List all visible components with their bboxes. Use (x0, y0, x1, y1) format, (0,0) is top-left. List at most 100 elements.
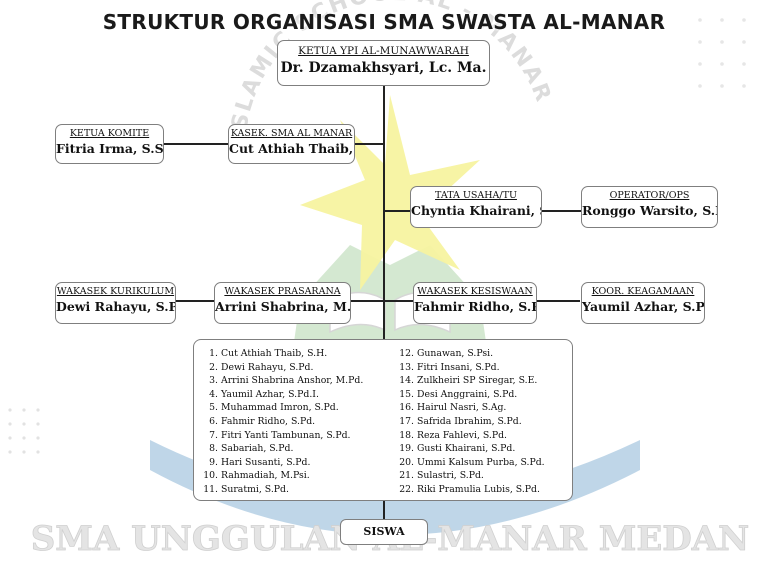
teacher-name: Zulkheiri SP Siregar, S.E. (417, 375, 538, 387)
teacher-list-right: 12.Gunawan, S.Psi.13.Fitri Insani, S.Pd.… (394, 347, 545, 497)
teacher-list-item: 18.Reza Fahlevi, S.Pd. (394, 429, 545, 443)
node-name: Fahmir Ridho, S.Pd. (414, 299, 536, 314)
teacher-number: 6. (209, 415, 218, 427)
teacher-name: Fahmir Ridho, S.Pd. (221, 415, 316, 427)
node-role: KETUA YPI AL-MUNAWWARAH (298, 45, 469, 57)
node-role: TATA USAHA/TU (435, 190, 517, 201)
teacher-name: Gusti Khairani, S.Pd. (417, 443, 516, 455)
teacher-name: Safrida Ibrahim, S.Pd. (417, 415, 522, 427)
dot-pattern-top-right (698, 18, 746, 88)
teacher-list-item: 21.Sulastri, S.Pd. (394, 469, 545, 483)
node-operator: OPERATOR/OPS Ronggo Warsito, S.Kom (581, 186, 718, 228)
teacher-number: 21. (399, 470, 414, 482)
teacher-name: Sulastri, S.Pd. (417, 470, 484, 482)
teacher-name: Hairul Nasri, S.Ag. (417, 402, 507, 414)
node-role: WAKASEK KESISWAAN (417, 286, 533, 297)
teacher-name: Ummi Kalsum Purba, S.Pd. (417, 456, 545, 468)
teacher-number: 22. (399, 483, 414, 495)
connector-tata-usaha (383, 210, 410, 212)
teacher-list-item: 11.Suratmi, S.Pd. (198, 483, 363, 497)
teacher-list-item: 3.Arrini Shabrina Anshor, M.Pd. (198, 374, 363, 388)
teacher-list-item: 22.Riki Pramulia Lubis, S.Pd. (394, 483, 545, 497)
teacher-number: 20. (399, 456, 414, 468)
teacher-number: 17. (399, 415, 414, 427)
node-name: Arrini Shabrina, M.Pd. (215, 299, 351, 314)
teacher-name: Desi Anggraini, S.Pd. (417, 388, 518, 400)
teacher-list-item: 6.Fahmir Ridho, S.Pd. (198, 415, 363, 429)
connector-kasek (355, 143, 385, 145)
teacher-number: 19. (399, 443, 414, 455)
teacher-list-box: 1.Cut Athiah Thaib, S.H.2.Dewi Rahayu, S… (193, 339, 573, 501)
teacher-list-item: 8.Sabariah, S.Pd. (198, 442, 363, 456)
node-role: KASEK. SMA AL MANAR (230, 128, 353, 139)
teacher-name: Fitri Yanti Tambunan, S.Pd. (221, 429, 351, 441)
teacher-name: Muhammad Imron, S.Pd. (221, 402, 339, 414)
node-name: Cut Athiah Thaib, S.H. (229, 141, 354, 156)
main-vertical-connector (383, 85, 385, 519)
teacher-number: 8. (209, 443, 218, 455)
node-kasek: KASEK. SMA AL MANAR Cut Athiah Thaib, S.… (228, 124, 355, 164)
teacher-number: 14. (399, 375, 414, 387)
node-role: WAKASEK PRASARANA (224, 286, 341, 297)
node-wakasek-prasarana: WAKASEK PRASARANA Arrini Shabrina, M.Pd. (214, 282, 351, 324)
node-siswa: SISWA (340, 519, 428, 545)
node-name: Yaumil Azhar, S.Pd.I. (582, 299, 705, 314)
teacher-name: Sabariah, S.Pd. (221, 443, 294, 455)
node-name: Ronggo Warsito, S.Kom (582, 203, 717, 218)
teacher-list-item: 1.Cut Athiah Thaib, S.H. (198, 347, 363, 361)
teacher-list-item: 10.Rahmadiah, M.Psi. (198, 469, 363, 483)
teacher-number: 16. (399, 402, 414, 414)
teacher-name: Cut Athiah Thaib, S.H. (221, 348, 328, 359)
teacher-name: Reza Fahlevi, S.Pd. (417, 429, 508, 441)
teacher-number: 12. (399, 348, 414, 359)
teacher-list-item: 5.Muhammad Imron, S.Pd. (198, 401, 363, 415)
teacher-name: Dewi Rahayu, S.Pd. (221, 361, 314, 373)
teacher-name: Arrini Shabrina Anshor, M.Pd. (221, 375, 364, 387)
teacher-list-item: 12.Gunawan, S.Psi. (394, 347, 545, 361)
node-wakasek-kesiswaan: WAKASEK KESISWAAN Fahmir Ridho, S.Pd. (413, 282, 537, 324)
node-name: Dewi Rahayu, S.Pd. (56, 299, 175, 314)
teacher-number: 15. (399, 388, 414, 400)
teacher-number: 3. (209, 375, 218, 387)
teacher-number: 4. (209, 388, 218, 400)
teacher-name: Riki Pramulia Lubis, S.Pd. (417, 483, 540, 495)
node-wakasek-kurikulum: WAKASEK KURIKULUM Dewi Rahayu, S.Pd. (55, 282, 176, 324)
teacher-number: 7. (209, 429, 218, 441)
node-ketua-ypi: KETUA YPI AL-MUNAWWARAH Dr. Dzamakhsyari… (277, 40, 490, 86)
teacher-list-item: 20.Ummi Kalsum Purba, S.Pd. (394, 456, 545, 470)
node-name: Dr. Dzamakhsyari, Lc. Ma. (280, 60, 487, 76)
node-tata-usaha: TATA USAHA/TU Chyntia Khairani, S.Pd. (410, 186, 542, 228)
connector-wakasek-row (175, 300, 580, 302)
teacher-name: Hari Susanti, S.Pd. (221, 456, 311, 468)
teacher-list-item: 19.Gusti Khairani, S.Pd. (394, 442, 545, 456)
teacher-list-item: 15.Desi Anggraini, S.Pd. (394, 388, 545, 402)
teacher-list-item: 7.Fitri Yanti Tambunan, S.Pd. (198, 429, 363, 443)
teacher-name: Suratmi, S.Pd. (221, 483, 289, 495)
teacher-number: 10. (203, 470, 218, 482)
teacher-list-item: 16.Hairul Nasri, S.Ag. (394, 401, 545, 415)
connector-tu-operator (542, 210, 581, 212)
teacher-name: Yaumil Azhar, S.Pd.I. (221, 388, 319, 400)
teacher-name: Gunawan, S.Psi. (417, 348, 494, 359)
teacher-number: 18. (399, 429, 414, 441)
node-role: KETUA KOMITE (69, 128, 150, 139)
teacher-list-item: 4.Yaumil Azhar, S.Pd.I. (198, 388, 363, 402)
node-name: Chyntia Khairani, S.Pd. (411, 203, 541, 218)
connector-komite-kasek (164, 143, 228, 145)
teacher-list-item: 14.Zulkheiri SP Siregar, S.E. (394, 374, 545, 388)
teacher-name: Fitri Insani, S.Pd. (417, 361, 500, 373)
node-name: Fitria Irma, S.Sos. (56, 141, 164, 156)
page-title: STRUKTUR ORGANISASI SMA SWASTA AL-MANAR (102, 10, 666, 34)
teacher-list-left: 1.Cut Athiah Thaib, S.H.2.Dewi Rahayu, S… (198, 347, 363, 497)
node-koor-keagamaan: KOOR. KEAGAMAAN Yaumil Azhar, S.Pd.I. (581, 282, 705, 324)
teacher-number: 2. (209, 361, 218, 373)
teacher-list-item: 13.Fitri Insani, S.Pd. (394, 361, 545, 375)
teacher-number: 1. (209, 348, 218, 359)
teacher-number: 13. (399, 361, 414, 373)
teacher-number: 11. (203, 483, 218, 495)
teacher-number: 5. (209, 402, 218, 414)
teacher-list-item: 17.Safrida Ibrahim, S.Pd. (394, 415, 545, 429)
dot-pattern-bottom-left (8, 408, 40, 454)
teacher-name: Rahmadiah, M.Psi. (221, 470, 310, 482)
